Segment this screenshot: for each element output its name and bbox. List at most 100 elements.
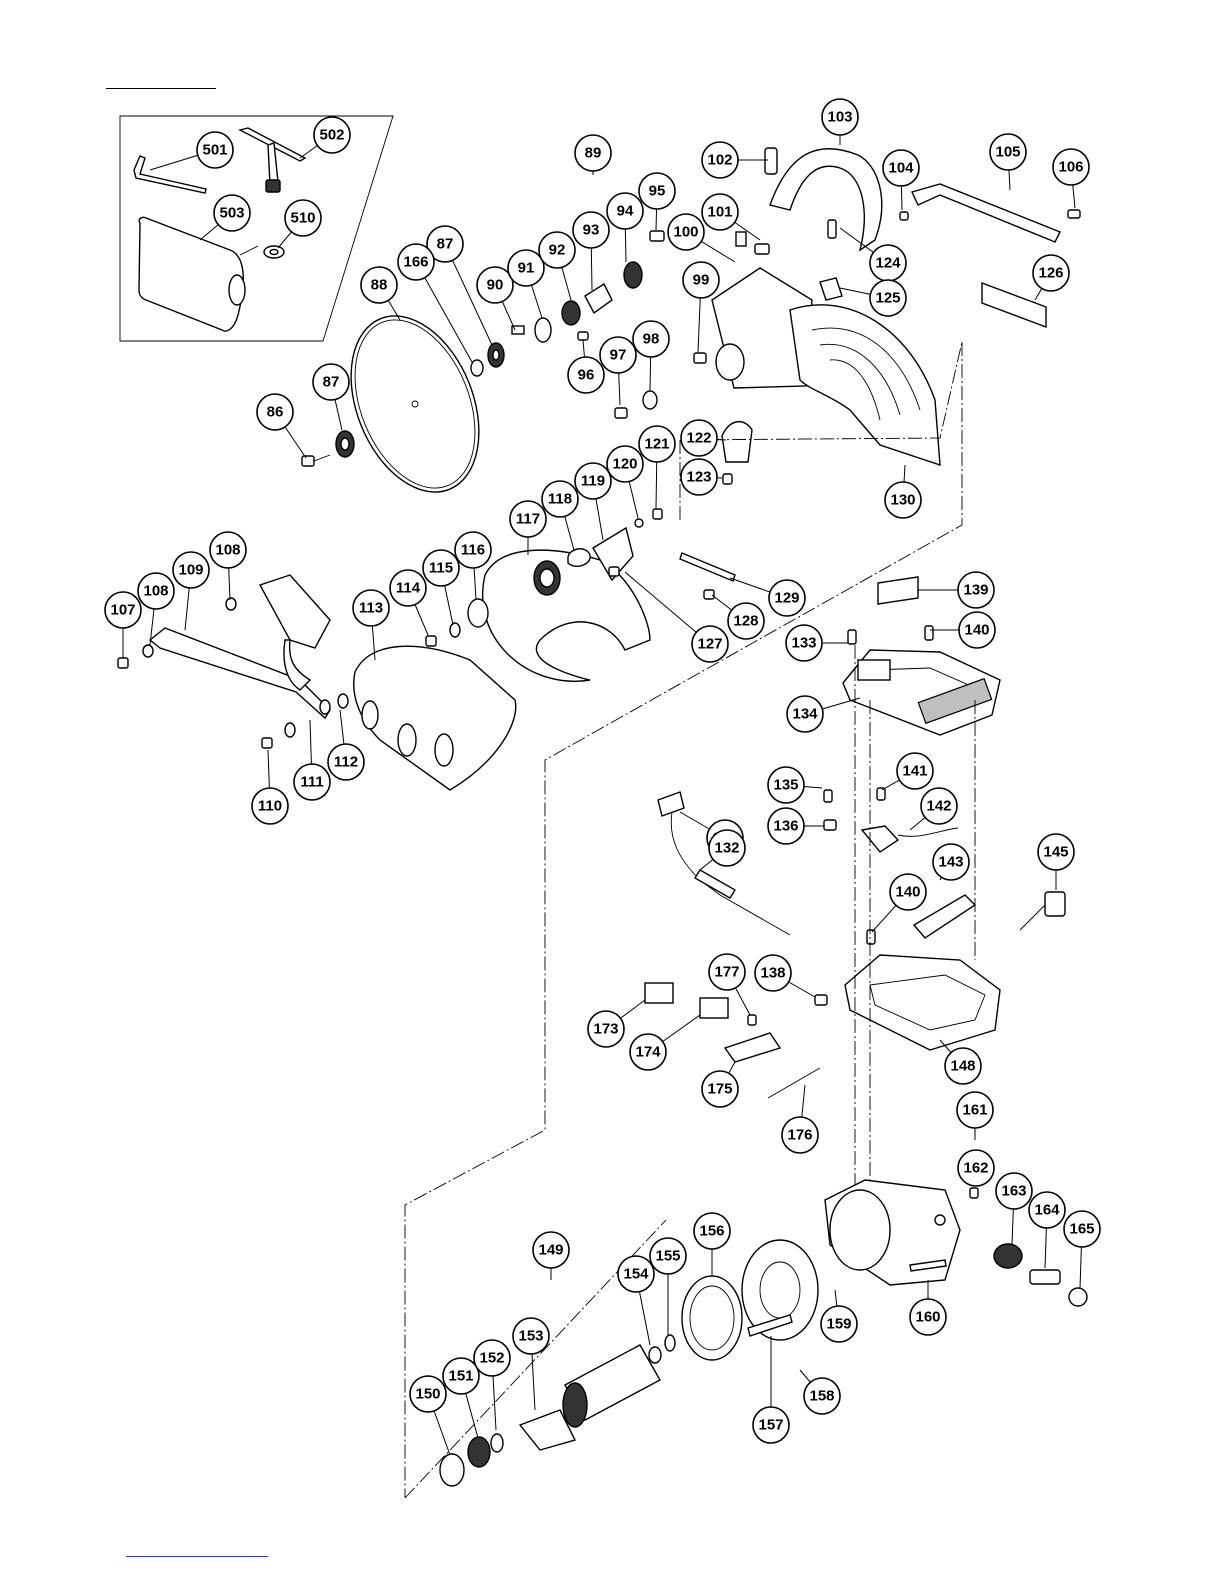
part-number-label: 87 bbox=[323, 374, 340, 391]
part-number-label: 175 bbox=[707, 1081, 732, 1098]
part-number-label: 138 bbox=[760, 965, 785, 982]
part-number-label: 113 bbox=[359, 600, 383, 617]
part-number-circle bbox=[781, 1116, 819, 1154]
part-number-circle bbox=[422, 549, 460, 587]
part-number-label: 86 bbox=[267, 404, 284, 421]
bearing-parts-150-153 bbox=[439, 1409, 577, 1487]
part-number-circle bbox=[995, 1172, 1033, 1210]
part-number-label: 133 bbox=[791, 635, 816, 652]
washer-87-lower bbox=[335, 430, 355, 458]
part-number-circle bbox=[512, 1317, 550, 1355]
part-number-circle bbox=[768, 579, 806, 617]
part-number-circle bbox=[638, 172, 676, 210]
part-number-label: 142 bbox=[926, 798, 951, 815]
part-number-label: 149 bbox=[538, 1242, 563, 1259]
top-rule bbox=[106, 88, 216, 89]
part-number-label: 92 bbox=[549, 242, 566, 259]
washer-510 bbox=[263, 245, 285, 259]
part-number-label: 174 bbox=[635, 1044, 661, 1061]
part-number-circle bbox=[693, 1212, 731, 1250]
part-number-label: 99 bbox=[693, 272, 710, 289]
cover-122-and-screw-123 bbox=[721, 421, 753, 485]
part-number-circle bbox=[932, 843, 970, 881]
leader-line bbox=[415, 261, 473, 363]
arm-109-and-holder bbox=[148, 574, 349, 720]
plug-145 bbox=[1019, 891, 1066, 931]
part-number-label: 117 bbox=[516, 511, 540, 528]
washer-166 bbox=[470, 359, 484, 377]
part-number-circle bbox=[1028, 1191, 1066, 1229]
part-number-circle bbox=[786, 695, 824, 733]
part-number-circle bbox=[327, 743, 365, 781]
part-number-label: 104 bbox=[888, 160, 914, 177]
part-number-circle bbox=[882, 149, 920, 187]
pin-parts-114-116 bbox=[425, 598, 489, 647]
part-number-label: 161 bbox=[962, 1102, 987, 1119]
part-number-circle bbox=[820, 1305, 858, 1343]
part-number-label: 502 bbox=[319, 127, 344, 144]
part-number-label: 94 bbox=[617, 203, 634, 220]
part-number-circle bbox=[312, 363, 350, 401]
part-number-circle bbox=[638, 425, 676, 463]
part-number-circle bbox=[617, 1255, 655, 1293]
part-number-label: 107 bbox=[110, 602, 135, 619]
part-number-label: 95 bbox=[649, 183, 666, 200]
part-number-label: 162 bbox=[963, 1160, 988, 1177]
part-number-label: 128 bbox=[733, 613, 758, 630]
part-number-label: 103 bbox=[827, 109, 852, 126]
part-number-label: 111 bbox=[300, 774, 323, 791]
label-126 bbox=[981, 281, 1047, 329]
cord-131-132 bbox=[657, 791, 791, 936]
part-number-label: 119 bbox=[581, 473, 605, 490]
part-number-label: 118 bbox=[548, 491, 572, 508]
part-number-label: 139 bbox=[963, 582, 988, 599]
part-number-circle bbox=[360, 266, 398, 304]
part-number-label: 112 bbox=[334, 754, 358, 771]
part-number-circle bbox=[754, 954, 792, 992]
part-number-circle bbox=[209, 531, 247, 569]
part-number-circle bbox=[606, 192, 644, 230]
part-number-circle bbox=[682, 261, 720, 299]
screws-107-108-110-111 bbox=[117, 597, 296, 749]
part-number-label: 145 bbox=[1043, 844, 1068, 861]
part-number-label: 123 bbox=[686, 469, 711, 486]
socket-wrench-502 bbox=[238, 127, 307, 193]
part-number-circle bbox=[574, 134, 612, 172]
terminal-parts-173-177 bbox=[644, 982, 821, 1099]
spring-plate-parts bbox=[567, 508, 663, 582]
part-number-circle bbox=[574, 462, 612, 500]
part-number-circle bbox=[541, 480, 579, 518]
part-number-label: 152 bbox=[479, 1350, 504, 1367]
part-number-circle bbox=[909, 1298, 947, 1336]
part-number-circle bbox=[213, 194, 251, 232]
part-number-label: 164 bbox=[1034, 1202, 1060, 1219]
saw-blade-88 bbox=[350, 315, 480, 493]
armature-149 bbox=[562, 1334, 676, 1428]
part-number-circle bbox=[426, 225, 464, 263]
part-number-label: 503 bbox=[219, 205, 244, 222]
part-number-circle bbox=[803, 1377, 841, 1415]
part-number-label: 90 bbox=[487, 277, 504, 294]
motor-housing-161 bbox=[824, 1179, 961, 1286]
part-number-label: 501 bbox=[202, 142, 227, 159]
hex-key-501 bbox=[133, 155, 207, 194]
part-number-circle bbox=[767, 766, 805, 804]
part-number-circle bbox=[409, 1375, 447, 1413]
part-number-circle bbox=[708, 953, 746, 991]
part-number-circle bbox=[767, 807, 805, 845]
part-number-circle bbox=[476, 266, 514, 304]
part-number-label: 136 bbox=[773, 818, 798, 835]
part-number-label: 101 bbox=[707, 204, 732, 221]
part-number-circle bbox=[701, 193, 739, 231]
part-number-label: 156 bbox=[699, 1223, 724, 1240]
handle-base-148 bbox=[814, 954, 1001, 1051]
part-number-label: 97 bbox=[610, 347, 627, 364]
part-number-label: 96 bbox=[578, 367, 595, 384]
part-number-label: 163 bbox=[1001, 1183, 1026, 1200]
part-number-circle bbox=[397, 243, 435, 281]
part-number-label: 510 bbox=[290, 210, 315, 227]
part-number-circle bbox=[889, 873, 927, 911]
part-number-circle bbox=[629, 1033, 667, 1071]
part-number-label: 115 bbox=[429, 560, 453, 577]
